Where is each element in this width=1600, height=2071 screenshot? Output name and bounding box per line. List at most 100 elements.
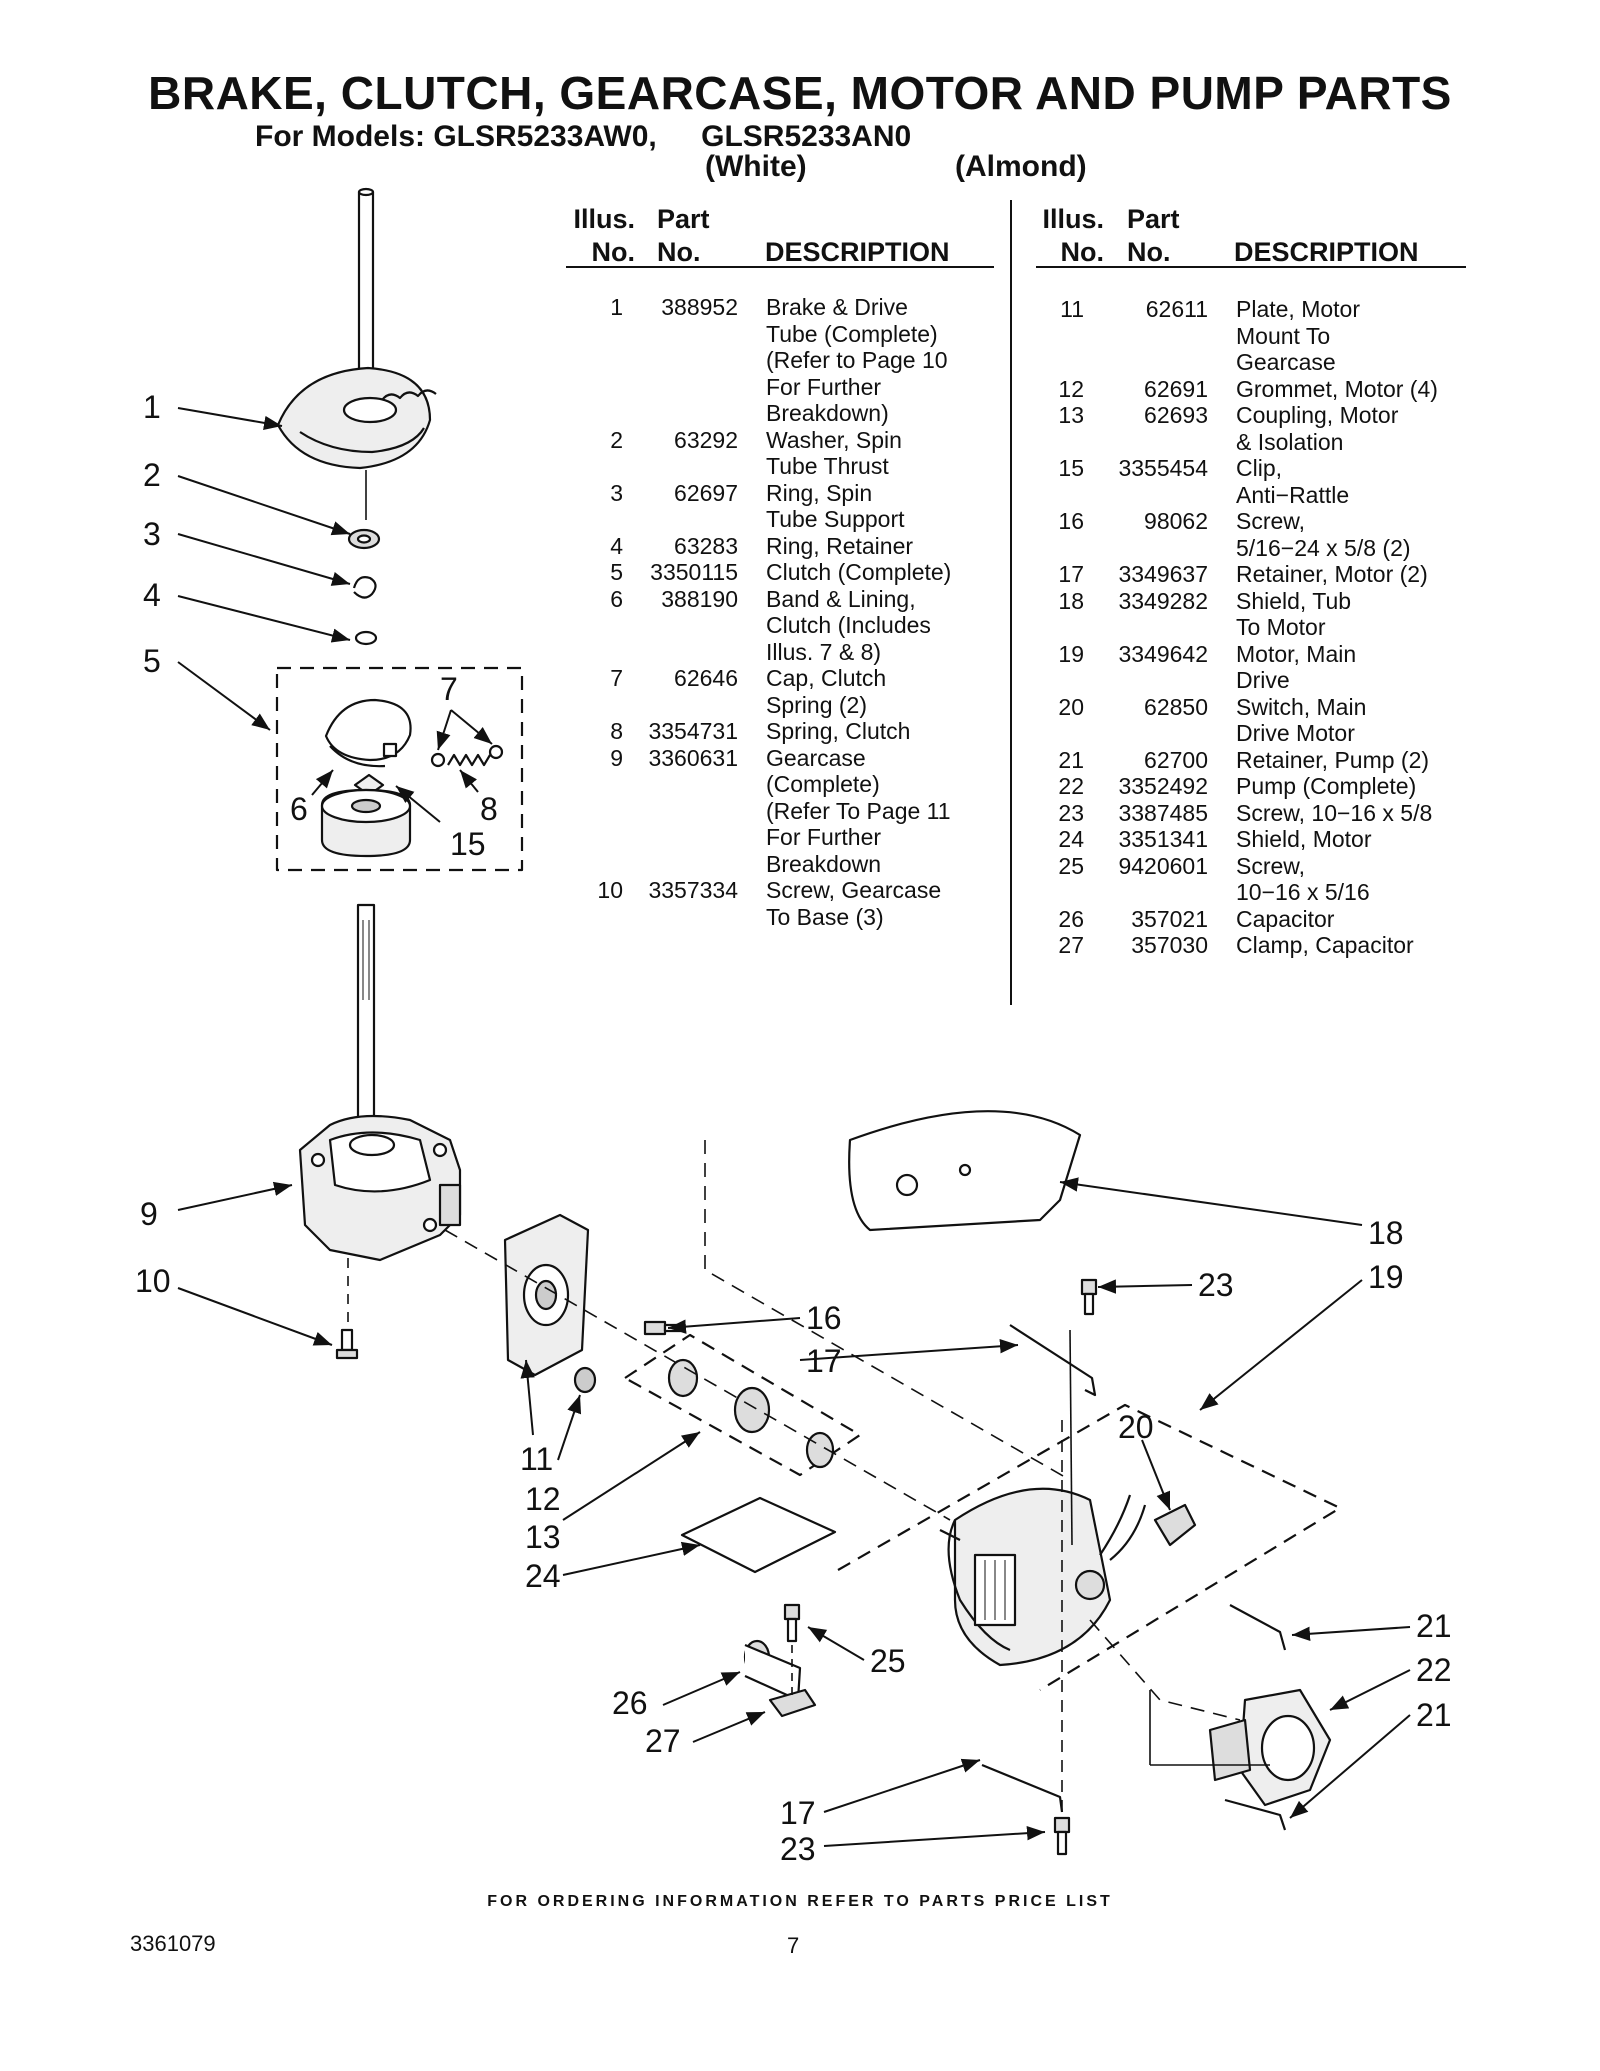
part-description: Band & Lining, Clutch (Includes Illus. 7… — [766, 585, 931, 665]
part-description: Switch, Main Drive Motor — [1236, 693, 1367, 747]
part-description: Clamp, Capacitor — [1236, 932, 1414, 958]
part-number: 3387485 — [1118, 799, 1208, 826]
part-number: 62700 — [1144, 746, 1208, 773]
part-description: Coupling, Motor & Isolation — [1236, 402, 1399, 455]
clutch-spring — [447, 753, 491, 767]
callout-6: 6 — [290, 791, 308, 827]
part-number: 3360631 — [648, 744, 738, 771]
illus-number: 13 — [1058, 402, 1084, 428]
illus-number: 15 — [1058, 455, 1084, 481]
illus-number: 7 — [610, 665, 623, 691]
callout-23-top: 23 — [1198, 1267, 1234, 1303]
callout-9: 9 — [140, 1196, 158, 1232]
part-number: 62693 — [1144, 402, 1208, 428]
illus-number: 11 — [1060, 296, 1084, 322]
callout-21-top: 21 — [1416, 1608, 1452, 1644]
callout-11: 11 — [520, 1441, 553, 1477]
part-number: 3357334 — [648, 877, 738, 903]
part-description: Brake & Drive Tube (Complete) (Refer to … — [766, 294, 948, 426]
main-drive-motor — [939, 1487, 1112, 1667]
part-number: 3351341 — [1118, 826, 1208, 852]
assembly-axis — [444, 1229, 951, 1521]
callout-leaders — [177, 407, 1411, 1847]
color-almond: (Almond) — [955, 150, 1087, 183]
illus-number: 10 — [597, 877, 623, 903]
clutch-spring-cap — [430, 752, 446, 768]
motor-grommet — [573, 1366, 597, 1394]
motor-group — [837, 1403, 1342, 1691]
models-prefix: For Models: — [255, 120, 425, 153]
retainer-ring — [354, 630, 378, 646]
pump-retainer-upper — [1229, 1604, 1287, 1651]
header-rule-right — [1036, 266, 1466, 268]
pump-retainer-lower — [1224, 1798, 1287, 1831]
illus-no-header-right: Illus. No. — [1042, 204, 1104, 267]
callout-10: 10 — [135, 1263, 171, 1299]
description-header-right: DESCRIPTION — [1234, 237, 1419, 267]
callout-24: 24 — [525, 1558, 561, 1594]
part-description: Grommet, Motor (4) — [1236, 375, 1438, 402]
motor-screw-bottom — [1053, 1816, 1071, 1856]
part-number: 62691 — [1144, 375, 1208, 402]
parts-row: 12 62691 Grommet, Motor (4) — [1030, 376, 1466, 403]
part-number: 3350115 — [650, 559, 738, 585]
callout-7: 7 — [440, 671, 458, 707]
illus-number: 8 — [610, 718, 623, 744]
coupling-group — [623, 1333, 862, 1477]
illus-number: 22 — [1058, 773, 1084, 799]
isolation-coupling — [733, 1386, 771, 1434]
part-number: 62850 — [1144, 693, 1208, 720]
gearcase-part — [298, 1114, 462, 1262]
capacitor-clamp-screw — [783, 1603, 801, 1643]
callout-20: 20 — [1118, 1409, 1154, 1445]
motor-retainer-lower — [981, 1763, 1064, 1813]
callout-22: 22 — [1416, 1652, 1452, 1688]
drive-shaft — [356, 903, 376, 1132]
column-divider — [1010, 200, 1012, 1005]
part-no-header-right: Part No. — [1127, 204, 1180, 267]
part-description: Clutch (Complete) — [766, 559, 952, 585]
part-description: Washer, Spin Tube Thrust — [766, 426, 902, 480]
callout-2: 2 — [143, 457, 161, 493]
illus-number: 21 — [1058, 746, 1084, 773]
part-description: Retainer, Pump (2) — [1236, 746, 1430, 773]
part-description: Screw, 5/16−24 x 5/8 (2) — [1236, 508, 1411, 561]
callout-8: 8 — [480, 791, 498, 827]
pump-complete — [1208, 1688, 1332, 1807]
callout-4: 4 — [143, 577, 161, 613]
clutch-spring-cap — [488, 744, 504, 760]
description-header-left: DESCRIPTION — [765, 237, 950, 267]
part-number: 357030 — [1131, 932, 1208, 958]
illus-number: 12 — [1058, 375, 1084, 402]
illus-number: 17 — [1058, 561, 1084, 587]
illus-no-header-left: Illus. No. — [573, 204, 635, 267]
part-number: 3349637 — [1118, 561, 1208, 587]
part-description: Shield, Motor — [1236, 826, 1372, 852]
illus-number: 24 — [1058, 826, 1084, 852]
model-white: GLSR5233AW0, — [433, 120, 657, 153]
parts-row: 27 357030 Clamp, Capacitor — [1030, 932, 1466, 959]
part-number: 357021 — [1131, 905, 1208, 932]
page-number: 7 — [787, 1933, 800, 1958]
callout-19: 19 — [1368, 1259, 1404, 1295]
part-description: Spring, Clutch — [766, 718, 911, 744]
motor-retainer-top — [1009, 1324, 1097, 1397]
part-number: 3352492 — [1118, 773, 1208, 799]
pump-screw-top — [1080, 1278, 1098, 1316]
illus-number: 27 — [1058, 932, 1084, 958]
part-number: 62697 — [674, 479, 738, 506]
header-rule-left — [566, 266, 994, 268]
callout-12: 12 — [525, 1481, 561, 1517]
